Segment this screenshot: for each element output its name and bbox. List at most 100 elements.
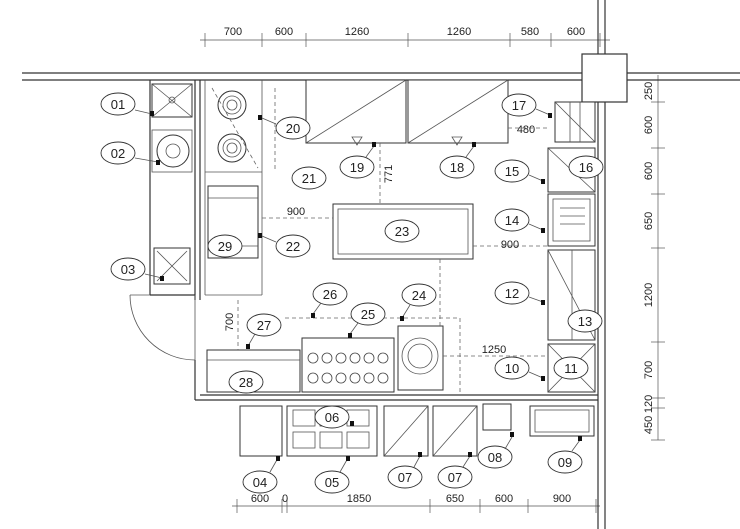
dim-right-1: 250 <box>643 82 655 100</box>
dim-inner-1: 900 <box>287 206 305 218</box>
label-23-text: 23 <box>395 224 409 239</box>
equip-28-counter <box>206 349 301 393</box>
dim-right-4: 650 <box>643 212 655 230</box>
dim-inner-6: 700 <box>224 313 236 331</box>
label-06-text: 06 <box>325 410 339 425</box>
label-15: 15 <box>494 159 545 184</box>
dim-top-5: 580 <box>521 26 539 38</box>
label-19: 19 <box>339 142 376 179</box>
label-19-text: 19 <box>350 160 364 175</box>
dim-right-6: 700 <box>643 361 655 379</box>
label-09: 09 <box>547 436 583 474</box>
label-17-text: 17 <box>512 98 526 113</box>
label-18: 18 <box>439 142 476 179</box>
label-25: 25 <box>348 302 386 338</box>
equip-02-kettle <box>156 134 190 168</box>
label-08-text: 08 <box>488 450 502 465</box>
dim-top-1: 700 <box>224 26 242 38</box>
dim-top-4: 1260 <box>447 26 471 38</box>
label-29-text: 29 <box>218 239 232 254</box>
label-24-text: 24 <box>412 288 426 303</box>
equip-09-unit <box>529 405 595 437</box>
label-13: 13 <box>567 309 603 333</box>
label-03: 03 <box>110 257 164 281</box>
label-12-text: 12 <box>505 286 519 301</box>
equip-04-unit <box>239 405 283 457</box>
label-21: 21 <box>291 166 327 190</box>
dim-inner-3: 480 <box>517 124 535 136</box>
label-22: 22 <box>258 233 311 258</box>
dim-right-3: 600 <box>643 162 655 180</box>
top-dimension-line: 700 600 1260 1260 580 600 <box>200 26 610 47</box>
label-13-text: 13 <box>578 314 592 329</box>
label-14-text: 14 <box>505 213 519 228</box>
dim-inner-5: 1250 <box>482 344 506 356</box>
dim-inner-4: 900 <box>501 239 519 251</box>
label-05: 05 <box>314 456 350 494</box>
inner-dimensions: 900 771 480 900 1250 700 <box>224 124 535 356</box>
label-26: 26 <box>311 282 348 318</box>
dim-top-2: 600 <box>275 26 293 38</box>
label-29: 29 <box>207 234 243 258</box>
door-swing <box>129 294 196 361</box>
label-08: 08 <box>477 432 514 469</box>
dim-inner-2: 771 <box>383 165 395 183</box>
column <box>581 53 628 103</box>
label-04: 04 <box>242 456 280 494</box>
label-10: 10 <box>494 356 545 381</box>
equip-08-unit <box>482 403 512 431</box>
label-28: 28 <box>228 370 264 394</box>
dim-bottom-3: 1850 <box>347 493 371 505</box>
label-07b-text: 07 <box>448 470 462 485</box>
label-01-text: 01 <box>111 97 125 112</box>
equip-25-range <box>301 337 395 393</box>
label-07b: 07 <box>437 452 473 489</box>
label-26-text: 26 <box>323 287 337 302</box>
label-14: 14 <box>494 208 545 233</box>
equip-20-burner-a <box>217 90 247 120</box>
equip-20-burner-b <box>217 133 247 163</box>
label-18-text: 18 <box>450 160 464 175</box>
label-07a: 07 <box>387 452 423 489</box>
equip-24-machine <box>397 325 444 391</box>
label-02-text: 02 <box>111 146 125 161</box>
bottom-dimension-line: 600 0 1850 650 600 900 <box>232 493 600 513</box>
label-06: 06 <box>314 405 354 429</box>
range-burners <box>307 352 389 384</box>
label-01: 01 <box>100 92 154 116</box>
label-10-text: 10 <box>505 361 519 376</box>
dim-top-6: 600 <box>567 26 585 38</box>
right-dimension-line: 250 600 600 650 1200 700 120 450 <box>643 75 665 441</box>
label-12: 12 <box>494 281 545 305</box>
dim-bottom-4: 650 <box>446 493 464 505</box>
label-20-text: 20 <box>286 121 300 136</box>
label-21-text: 21 <box>302 171 316 186</box>
equip-14-unit <box>547 193 596 247</box>
label-20: 20 <box>258 115 311 140</box>
label-07a-text: 07 <box>398 470 412 485</box>
label-28-text: 28 <box>239 375 253 390</box>
label-22-text: 22 <box>286 239 300 254</box>
label-17: 17 <box>501 93 552 118</box>
label-09-text: 09 <box>558 455 572 470</box>
dim-right-8: 450 <box>643 416 655 434</box>
label-15-text: 15 <box>505 164 519 179</box>
label-27: 27 <box>246 313 282 349</box>
label-23: 23 <box>384 219 420 243</box>
label-27-text: 27 <box>257 318 271 333</box>
dim-bottom-6: 900 <box>553 493 571 505</box>
label-24: 24 <box>400 283 437 321</box>
label-03-text: 03 <box>121 262 135 277</box>
dim-top-3: 1260 <box>345 26 369 38</box>
label-02: 02 <box>100 141 160 165</box>
label-11-text: 11 <box>564 361 578 376</box>
dim-right-5: 1200 <box>643 283 655 307</box>
dim-bottom-2: 0 <box>282 493 288 505</box>
label-25-text: 25 <box>361 307 375 322</box>
label-16: 16 <box>568 155 604 179</box>
dim-right-2: 600 <box>643 116 655 134</box>
label-04-text: 04 <box>253 475 267 490</box>
dim-right-7: 120 <box>643 395 655 413</box>
dim-bottom-5: 600 <box>495 493 513 505</box>
